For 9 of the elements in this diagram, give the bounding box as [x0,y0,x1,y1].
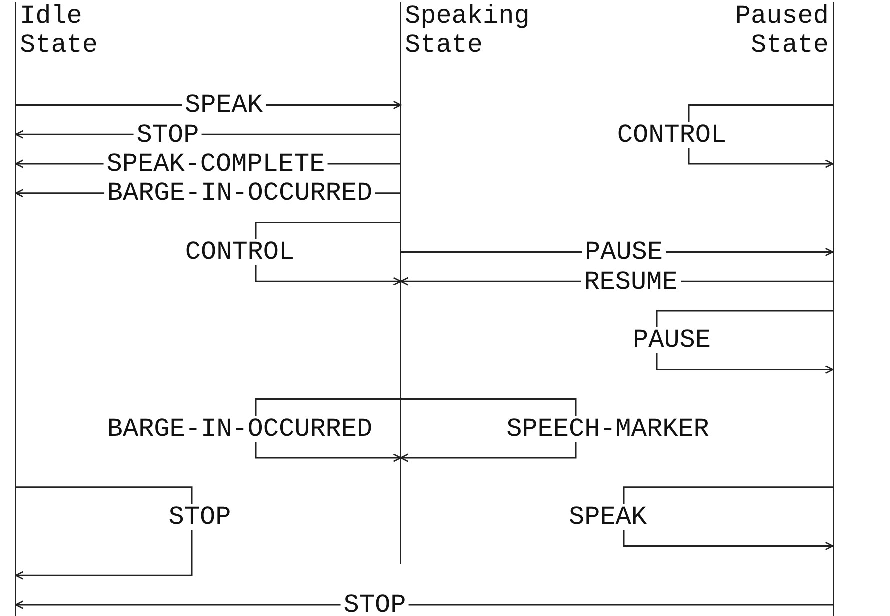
loop-arrow [623,486,834,550]
loop-arrow [255,222,402,286]
arrow [15,600,833,610]
loop-arrow [15,486,193,580]
loop-arrow [688,104,834,168]
loop-arrow [255,398,402,462]
loop-arrow [400,398,577,462]
state-lifeline: Paused State [734,2,834,616]
loop-arrow [656,310,834,374]
